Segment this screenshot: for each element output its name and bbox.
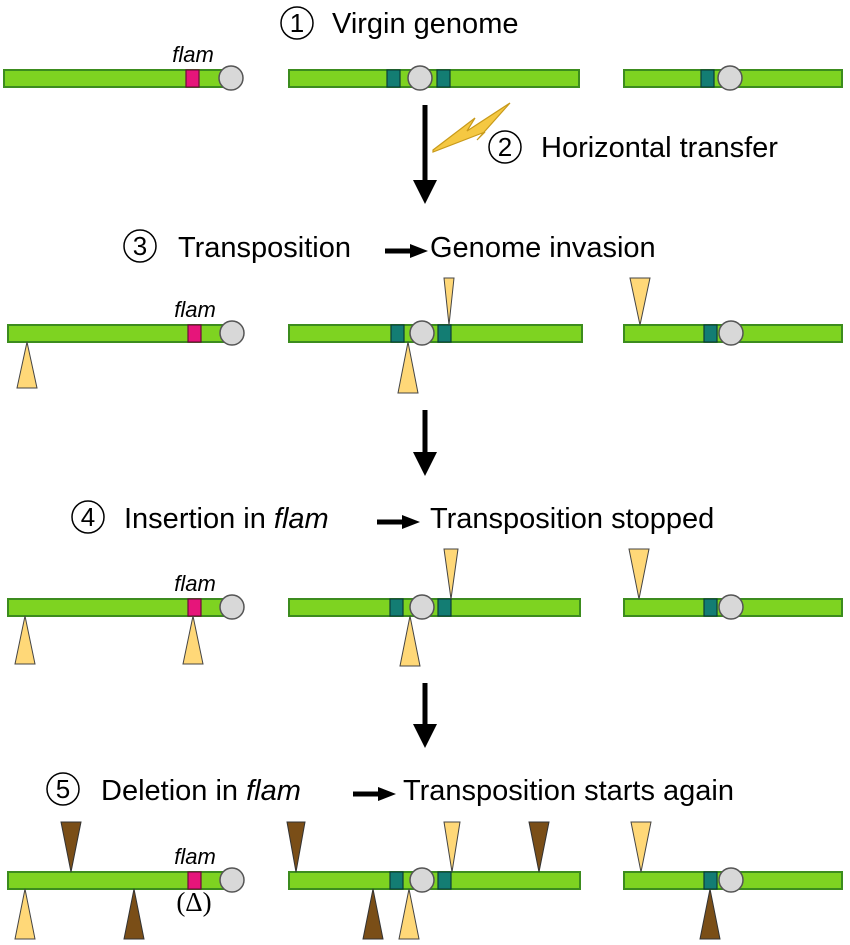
flam-locus [187, 324, 202, 343]
centromere [218, 65, 244, 91]
centromere [718, 320, 744, 346]
flam-label: flam [174, 571, 216, 596]
locus-right [436, 69, 451, 88]
flam-label: flam [174, 844, 216, 869]
insertion-marker-new [182, 615, 204, 665]
flam-label: flam [172, 42, 214, 67]
step-4-number: 4 [81, 502, 95, 532]
lightning-bolt-icon [432, 102, 511, 153]
step-2-number: 2 [498, 132, 512, 162]
centromere [219, 594, 245, 620]
right-arrow-icon [353, 787, 396, 801]
centromere [407, 65, 433, 91]
locus-right [437, 324, 452, 343]
down-arrow-icon [413, 105, 437, 204]
centromere [409, 594, 435, 620]
insertion-marker-old [123, 888, 145, 940]
flam-locus [187, 598, 202, 617]
row-1-chromosome-1: flam [3, 42, 244, 91]
step-5-label-before: Deletion in flam [101, 775, 301, 807]
locus-right [437, 871, 452, 890]
row-5-chromosome-3 [623, 821, 843, 940]
flam-locus [185, 69, 200, 88]
centromere [219, 867, 245, 893]
locus [703, 324, 718, 343]
step-3-title: 3 Transposition Genome invasion [123, 229, 656, 264]
row-4-chromosome-3 [623, 548, 843, 620]
row-4-chromosome-1: flam [7, 571, 245, 665]
centromere [717, 65, 743, 91]
flam-label: flam [174, 297, 216, 322]
insertion-marker-new [443, 277, 455, 326]
insertion-marker-new [14, 888, 36, 940]
step-5-title: 5 Deletion in flam Transposition starts … [46, 772, 734, 807]
row-1-chromosome-2 [288, 65, 580, 91]
locus [700, 69, 715, 88]
insertion-marker-new [628, 548, 650, 600]
centromere [409, 867, 435, 893]
insertion-marker-old [60, 821, 82, 873]
row-3-chromosome-1: flam [7, 297, 245, 389]
locus [703, 871, 718, 890]
centromere [718, 867, 744, 893]
step-2-number-circle [488, 130, 522, 164]
step-1-title: 1 Virgin genome [280, 6, 518, 40]
locus [703, 598, 718, 617]
row-4-chromosome-2 [288, 548, 581, 667]
step-5-number: 5 [56, 774, 70, 804]
down-arrow-icon [413, 683, 437, 748]
step-5-number-circle [46, 772, 80, 806]
insertion-marker-old [286, 821, 306, 873]
locus-left [389, 598, 404, 617]
insertion-marker-old [362, 888, 384, 940]
step-4-title: 4 Insertion in flam Transposition stoppe… [71, 500, 714, 535]
step-4-label-before: Insertion in flam [124, 503, 329, 535]
row-3-chromosome-2 [288, 277, 583, 394]
insertion-marker-old [528, 821, 550, 873]
right-arrow-icon [377, 515, 420, 529]
step-4-label-prefix: Insertion in [124, 503, 266, 535]
step-5-label-italic: flam [246, 775, 301, 807]
step-3-number-circle [123, 229, 157, 263]
locus-left [386, 69, 401, 88]
insertion-marker-new [399, 615, 421, 667]
insertion-marker-old [699, 888, 721, 940]
right-arrow-icon [385, 244, 428, 258]
insertion-marker-new [398, 888, 420, 940]
step-4-number-circle [71, 500, 105, 534]
insertion-marker-new [443, 821, 461, 873]
step-5-label-prefix: Deletion in [101, 775, 238, 807]
step-5-label-after: Transposition starts again [403, 775, 734, 807]
step-1-label: Virgin genome [332, 8, 518, 40]
centromere [409, 320, 435, 346]
step-4-label-after: Transposition stopped [430, 503, 714, 535]
insertion-marker-new [630, 821, 652, 873]
row-5-chromosome-2 [286, 821, 581, 940]
step-2-title: 2 Horizontal transfer [488, 130, 778, 164]
insertion-marker-new [14, 615, 36, 665]
step-3-label-after: Genome invasion [430, 232, 656, 264]
row-1-chromosome-3 [623, 65, 843, 91]
step-1-number-circle [280, 6, 314, 40]
insertion-marker-new [629, 277, 651, 326]
flam-locus-deleted [187, 871, 202, 890]
step-3-number: 3 [133, 231, 147, 261]
step-1-number: 1 [290, 8, 304, 38]
locus-left [390, 324, 405, 343]
row-3-chromosome-3 [623, 277, 843, 346]
step-4-label-italic: flam [274, 503, 329, 535]
step-3-label-before: Transposition [178, 232, 351, 264]
locus-left [389, 871, 404, 890]
down-arrow-icon [413, 410, 437, 476]
insertion-marker-new [397, 341, 419, 394]
insertion-marker-new [443, 548, 459, 600]
centromere [718, 594, 744, 620]
deletion-label: (Δ) [176, 887, 211, 917]
centromere [219, 320, 245, 346]
row-5-chromosome-1: flam (Δ) [7, 821, 245, 940]
locus-right [437, 598, 452, 617]
insertion-marker-new [16, 341, 38, 389]
step-2-label: Horizontal transfer [541, 132, 778, 164]
